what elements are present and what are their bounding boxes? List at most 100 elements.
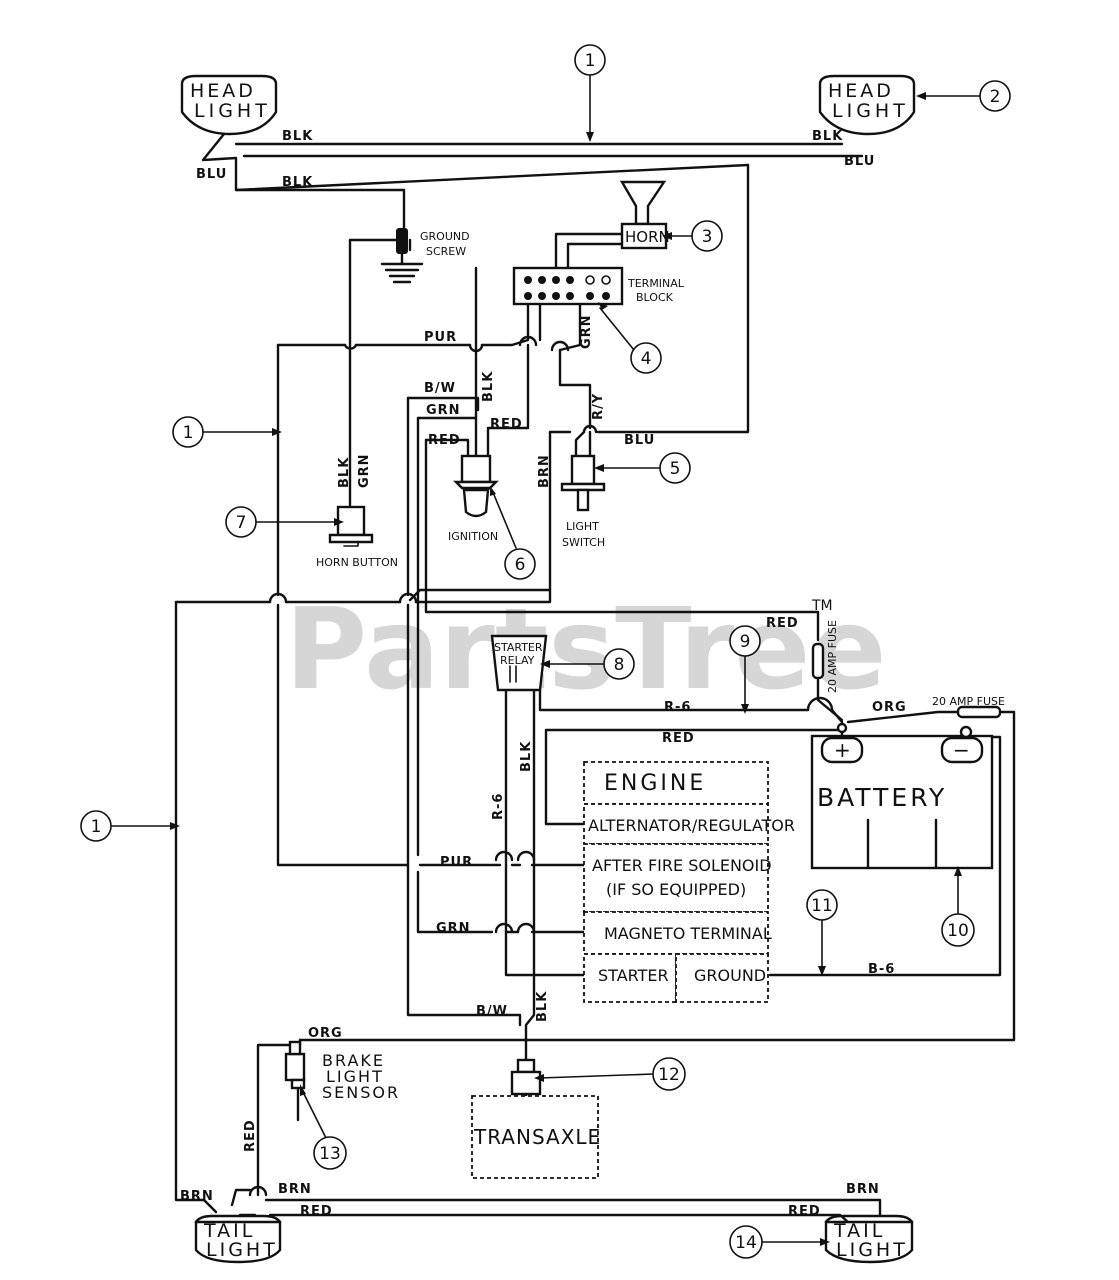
battery-plus: +: [834, 738, 851, 762]
svg-text:1: 1: [183, 423, 194, 443]
svg-text:1: 1: [585, 51, 596, 71]
wl-brn-right: BRN: [846, 1182, 880, 1197]
engine-title: ENGINE: [604, 771, 706, 796]
wire-brn-left: [174, 600, 206, 1202]
wire-brn-tail: [264, 1198, 882, 1217]
svg-text:9: 9: [740, 632, 751, 652]
callout-2: 2: [979, 80, 1011, 112]
wire-pur-jumps: [494, 850, 536, 862]
wl-r6-top: R-6: [664, 700, 691, 715]
wl-brn-left: BRN: [180, 1189, 214, 1204]
engine-magneto: MAGNETO TERMINAL: [604, 924, 772, 943]
wire-tb-pur: [510, 294, 530, 347]
engine-starter: STARTER: [598, 966, 669, 985]
wire-ry: [558, 348, 592, 430]
wl-org-brake: ORG: [308, 1026, 343, 1041]
svg-text:2: 2: [990, 87, 1001, 107]
watermark-text: PartsTree: [285, 585, 886, 715]
wire-pur-bus: [276, 343, 586, 867]
callout-1-low: 1: [80, 810, 112, 842]
callout-10: 10: [941, 913, 975, 947]
engine: ENGINE ALTERNATOR/REGULATOR AFTER FIRE S…: [583, 761, 795, 1003]
svg-text:4: 4: [641, 349, 652, 369]
callout-1-mid: 1: [172, 416, 204, 448]
tail-light-left-line2: LIGHT: [206, 1239, 278, 1261]
ground-screw-line2: SCREW: [426, 245, 466, 258]
wire-brn-jump1: [268, 592, 288, 604]
wire-pur-jump1: [343, 343, 358, 350]
wl-red-tail-right: RED: [788, 1204, 821, 1219]
fuse-vertical: 20 AMP FUSE: [811, 620, 839, 693]
wl-blu-right: BLU: [844, 154, 875, 169]
wl-red-alt: RED: [662, 731, 695, 746]
engine-after-fire-line2: (IF SO EQUIPPED): [606, 880, 746, 899]
starter-relay-line1: STARTER: [494, 641, 543, 654]
leader-6: [491, 489, 517, 549]
wl-b-w-low: B/W: [476, 1004, 508, 1019]
head-light-right-line1: HEAD: [828, 80, 894, 102]
svg-text:1: 1: [91, 817, 102, 837]
wire-labels: BLK BLK BLU BLU BLK PUR GRN B/W BLK GRN …: [180, 129, 906, 1219]
ignition-switch: IGNITION: [448, 454, 499, 543]
wire-red-ign: [486, 343, 530, 460]
callout-1-top: 1: [574, 44, 606, 76]
callout-9: 9: [729, 625, 761, 657]
wl-blk-low: BLK: [535, 991, 550, 1022]
callout-11: 11: [806, 889, 838, 921]
light-switch: LIGHT SWITCH: [560, 430, 606, 549]
fuse-horizontal-label: 20 AMP FUSE: [932, 695, 1005, 708]
callout-5: 5: [659, 452, 691, 484]
leader-12: [539, 1073, 655, 1079]
wire-grn-jumps: [494, 922, 536, 934]
wl-red-tail-left: RED: [300, 1204, 333, 1219]
wl-blk-horn: BLK: [337, 457, 352, 488]
brake-sensor-line1: BRAKE: [322, 1051, 385, 1070]
svg-text:12: 12: [658, 1065, 680, 1085]
battery: + − BATTERY: [810, 722, 994, 870]
wire-brn-sw-a: [548, 430, 572, 477]
svg-text:3: 3: [702, 227, 713, 247]
svg-text:6: 6: [515, 555, 526, 575]
terminal-block-posts: [524, 275, 611, 300]
light-switch-line2: SWITCH: [562, 536, 605, 549]
watermark-tm: TM: [811, 598, 833, 614]
wl-pur-mid: PUR: [440, 855, 473, 870]
svg-text:14: 14: [735, 1233, 757, 1253]
svg-text:8: 8: [614, 655, 625, 675]
svg-text:5: 5: [670, 459, 681, 479]
battery-label: BATTERY: [817, 783, 947, 812]
ground-screw-line1: GROUND: [420, 230, 470, 243]
starter-relay: STARTER RELAY: [490, 634, 548, 692]
wl-r-y: R/Y: [591, 393, 606, 420]
horn: HORN: [619, 180, 670, 250]
tail-light-right: TAIL LIGHT: [824, 1214, 914, 1264]
wire-bw-top: [406, 396, 480, 412]
terminal-block-line1: TERMINAL: [627, 277, 685, 290]
callout-12: 12: [652, 1057, 686, 1091]
wire-org-top: [846, 710, 962, 724]
wl-brn-switch: BRN: [537, 454, 552, 488]
wire-org-right: [298, 710, 1016, 1042]
wire-blk-transaxle: [524, 973, 536, 1062]
engine-ground: GROUND: [694, 966, 766, 985]
tail-light-left: TAIL LIGHT: [194, 1214, 282, 1264]
engine-after-fire-line1: AFTER FIRE SOLENOID: [592, 856, 772, 875]
wl-blk-top-right: BLK: [812, 129, 843, 144]
svg-text:11: 11: [811, 896, 833, 916]
wire-brn-sw-b: [408, 473, 552, 602]
wire-fuse-batt: [816, 678, 844, 722]
wire-brn-jump2: [398, 592, 418, 604]
callout-6: 6: [504, 548, 536, 580]
wl-brn-mid: BRN: [278, 1182, 312, 1197]
leader-13: [301, 1089, 327, 1139]
brake-light-sensor: BRAKE LIGHT SENSOR: [284, 1040, 398, 1102]
wire-tail-left-stub2: [202, 1198, 218, 1214]
tail-light-right-line1: TAIL: [833, 1220, 885, 1242]
wire-blu-switch: [596, 163, 750, 434]
svg-text:10: 10: [947, 921, 969, 941]
wire-blk-horn: [348, 238, 400, 507]
wl-blk-vert: BLK: [519, 741, 534, 772]
wire-r6-jump: [806, 696, 834, 712]
callout-8: 8: [603, 648, 635, 680]
